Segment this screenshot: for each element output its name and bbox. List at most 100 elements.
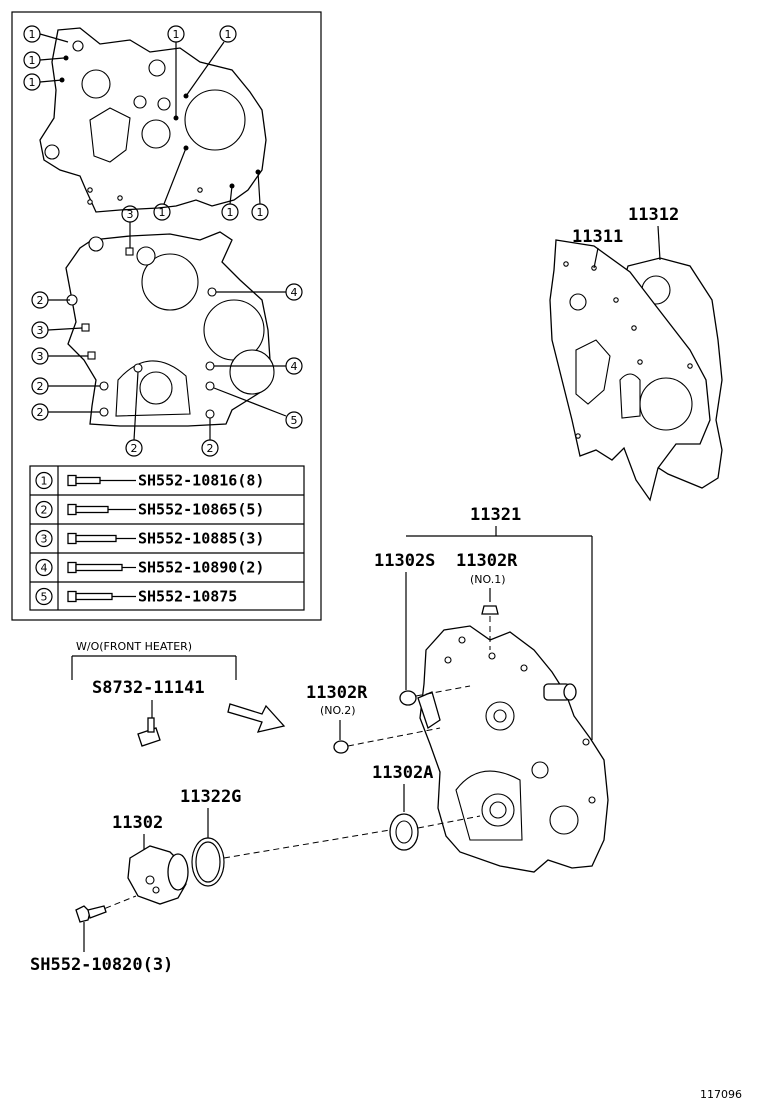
bolt-icon [67, 503, 77, 516]
legend-number-circle [35, 587, 53, 606]
plug-11302r-no1 [481, 605, 499, 650]
svg-text:1: 1 [225, 28, 232, 41]
cover-11302 [95, 829, 391, 913]
bolt-shaft [75, 592, 113, 601]
legend-part-number: SH552-10885(3) [138, 530, 264, 548]
diagram-code: 117096 [700, 1088, 742, 1101]
label-11302r-no1: 11302R (NO.1) [456, 551, 518, 602]
label-11321: 11321 [406, 505, 593, 740]
callout-1: 1 [153, 147, 187, 221]
legend-row: 5 SH552-10875 [35, 587, 237, 606]
callout-3: 3 [31, 321, 90, 339]
bolt-shaft [75, 505, 109, 514]
svg-text:(NO.2): (NO.2) [320, 704, 356, 717]
wo-front-heater-group: W/O(FRONT HEATER) S8732-11141 [71, 640, 237, 747]
svg-text:5: 5 [291, 414, 298, 427]
legend-number: 5 [41, 591, 48, 604]
legend-row: 2 SH552-10865(5) [35, 500, 264, 519]
svg-text:2: 2 [37, 380, 44, 393]
front-cover-gasket-upper [39, 27, 267, 213]
svg-text:11302R: 11302R [306, 683, 368, 703]
svg-text:1: 1 [257, 206, 264, 219]
bolt-icon [67, 474, 77, 487]
legend-part-number: SH552-10875 [138, 588, 237, 606]
svg-text:SH552-10820(3): SH552-10820(3) [30, 955, 173, 975]
bolt-icon [67, 532, 77, 545]
svg-text:11302S: 11302S [374, 551, 435, 571]
legend-number: 3 [41, 533, 48, 546]
legend-number: 2 [41, 504, 48, 517]
svg-text:2: 2 [131, 442, 138, 455]
callout-3: 3 [31, 347, 96, 365]
legend-number: 1 [41, 475, 48, 488]
svg-text:(NO.1): (NO.1) [470, 573, 506, 586]
bolt-shaft [75, 476, 101, 485]
callout-4: 4 [207, 283, 303, 301]
callout-4: 4 [205, 357, 303, 375]
bolt-icon [67, 561, 77, 574]
callout-2: 2 [31, 377, 109, 395]
oil-seal-11302a [389, 813, 481, 851]
label-11302: 11302 [112, 813, 163, 850]
callout-1: 1 [23, 51, 65, 69]
svg-text:4: 4 [291, 360, 298, 373]
svg-text:1: 1 [227, 206, 234, 219]
svg-text:2: 2 [37, 406, 44, 419]
svg-text:11311: 11311 [572, 227, 623, 247]
label-11322g: 11322G [180, 787, 241, 838]
timing-gear-case-11321 [417, 625, 609, 873]
legend-row: 1 SH552-10816(8) [35, 472, 264, 490]
svg-text:11302R: 11302R [456, 551, 518, 571]
legend-number-circle [35, 558, 53, 577]
svg-text:4: 4 [291, 286, 298, 299]
callout-3: 3 [121, 205, 139, 256]
legend-number-circle [35, 500, 53, 519]
callout-2: 2 [31, 403, 109, 421]
svg-text:11302A: 11302A [372, 763, 433, 783]
svg-text:11302: 11302 [112, 813, 163, 833]
legend-part-number: SH552-10816(8) [138, 472, 264, 490]
bolt-shaft [75, 534, 117, 543]
label-11302a: 11302A [372, 763, 433, 812]
svg-text:3: 3 [37, 324, 44, 337]
callout-1: 1 [221, 185, 239, 221]
callout-1: 1 [23, 73, 63, 91]
timing-cover-lower [65, 231, 275, 427]
svg-text:3: 3 [37, 350, 44, 363]
gasket-11311 [549, 239, 711, 502]
callout-1: 1 [185, 25, 237, 97]
svg-text:11321: 11321 [470, 505, 521, 525]
callout-1: 1 [251, 171, 269, 221]
callout-1: 1 [23, 25, 69, 43]
legend-part-number: SH552-10890(2) [138, 559, 264, 577]
svg-text:11312: 11312 [628, 205, 679, 225]
svg-text:1: 1 [29, 76, 36, 89]
svg-text:S8732-11141: S8732-11141 [92, 678, 205, 698]
label-11302s: 11302S [374, 551, 435, 690]
bolt-icon [67, 590, 77, 603]
svg-text:2: 2 [207, 442, 214, 455]
svg-text:1: 1 [29, 54, 36, 67]
bolt-legend-table [29, 465, 305, 611]
plug-11302r-no2 [333, 727, 441, 754]
svg-text:3: 3 [127, 208, 134, 221]
o-ring-11322g [191, 837, 225, 887]
callout-1: 1 [167, 25, 185, 118]
svg-text:1: 1 [159, 206, 166, 219]
legend-row: 4 SH552-10890(2) [35, 558, 264, 577]
callout-2: 2 [31, 291, 70, 309]
legend-part-number: SH552-10865(5) [138, 501, 264, 519]
callout-2: 2 [125, 363, 143, 457]
legend-number: 4 [41, 562, 48, 575]
bolt-location-frame [11, 11, 322, 621]
svg-text:1: 1 [29, 28, 36, 41]
callouts-upper: 1 1 1 1 1 1 1 1 [23, 25, 269, 221]
svg-text:2: 2 [37, 294, 44, 307]
bolt-shaft [75, 563, 123, 572]
arrow-icon [227, 703, 286, 733]
svg-text:W/O(FRONT HEATER): W/O(FRONT HEATER) [76, 640, 192, 653]
svg-text:1: 1 [173, 28, 180, 41]
legend-row: 3 SH552-10885(3) [35, 530, 264, 548]
